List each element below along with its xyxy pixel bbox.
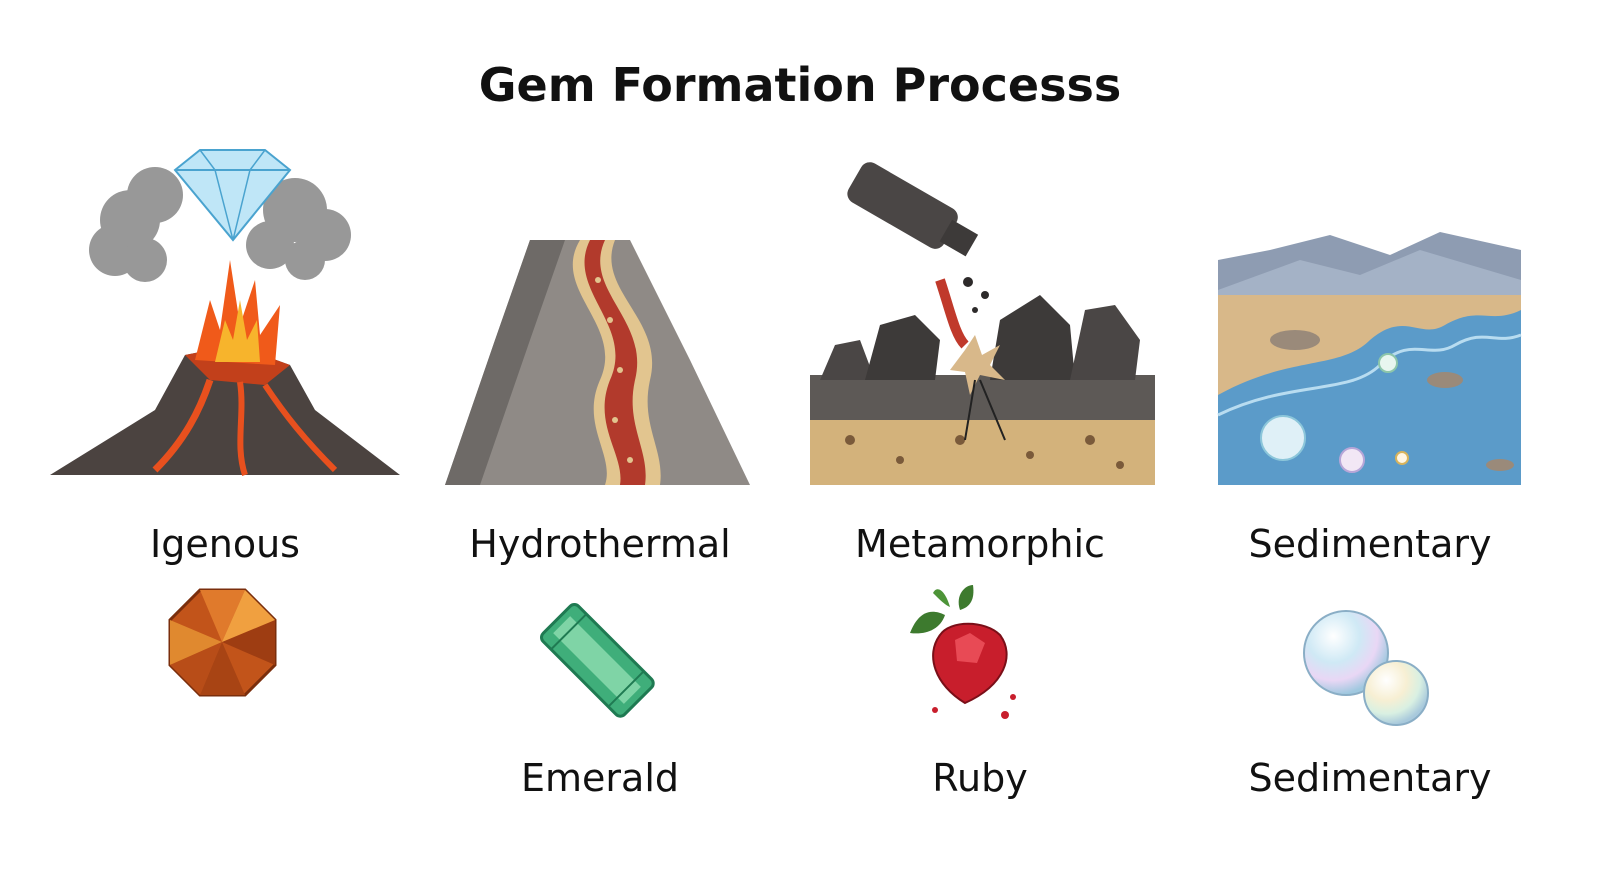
column-hydrothermal: Hydrothermal Emerald: [410, 0, 790, 873]
river-landscape-icon: [1217, 232, 1522, 485]
ruby-with-leaves-icon: [910, 585, 1016, 719]
gem-label-ruby: Ruby: [932, 756, 1028, 800]
process-label-igneous: Igenous: [150, 522, 300, 566]
opal-spheres-icon: [1303, 610, 1429, 726]
gem-label-emerald: Emerald: [521, 756, 679, 800]
column-igneous: Igenous: [35, 0, 415, 873]
orange-faceted-gem-icon: [168, 588, 277, 697]
process-label-metamorphic: Metamorphic: [855, 522, 1105, 566]
volcano-with-diamond-icon: [50, 149, 400, 476]
page-title: Gem Formation Processs: [478, 58, 1122, 112]
column-sedimentary: Sedimentary Sedimentary: [1180, 0, 1560, 873]
column-metamorphic: Metamorphic Ruby: [790, 0, 1170, 873]
emerald-crystal-icon: [540, 603, 655, 718]
process-label-sedimentary: Sedimentary: [1248, 522, 1492, 566]
gem-label-sedimentary: Sedimentary: [1248, 756, 1492, 800]
process-label-hydrothermal: Hydrothermal: [469, 522, 731, 566]
rock-layers-pressure-icon: [810, 162, 1155, 485]
mountain-vein-icon: [445, 240, 750, 485]
